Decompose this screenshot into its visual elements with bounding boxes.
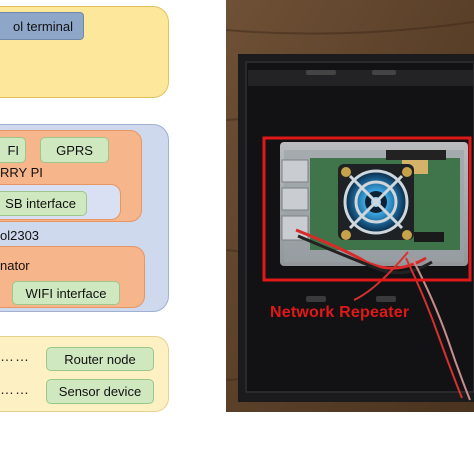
wifi-interface-box: WIFI interface bbox=[12, 281, 120, 305]
usb-interface-box: SB interface bbox=[0, 191, 87, 216]
repeater-caption: Network Repeater bbox=[270, 304, 410, 321]
control-terminal-box: ol terminal bbox=[0, 12, 84, 40]
control-terminal-label: ol terminal bbox=[13, 18, 73, 34]
sensor-device-box: Sensor device bbox=[46, 379, 154, 404]
repeater-highlight-box bbox=[262, 136, 472, 282]
architecture-diagram: ol terminal FI GPRS RRY PI SB interface … bbox=[0, 0, 226, 474]
sensor-connector-dots: …… bbox=[0, 381, 30, 397]
wifi-module-label: FI bbox=[7, 142, 19, 158]
router-node-box: Router node bbox=[46, 347, 154, 371]
raspberry-pi-label: RRY PI bbox=[0, 165, 43, 180]
router-connector-dots: …… bbox=[0, 348, 30, 364]
gprs-module-box: GPRS bbox=[40, 137, 109, 163]
wifi-interface-label: WIFI interface bbox=[25, 285, 107, 301]
repeater-photo-illustration bbox=[226, 0, 474, 412]
network-repeater-photo: Network Repeater bbox=[226, 0, 474, 412]
router-node-label: Router node bbox=[64, 351, 136, 367]
wifi-module-box: FI bbox=[0, 137, 26, 163]
gprs-module-label: GPRS bbox=[56, 142, 93, 158]
emulator-label: nator bbox=[0, 258, 30, 273]
pl2303-label: ol2303 bbox=[0, 228, 40, 243]
usb-interface-label: SB interface bbox=[5, 196, 76, 211]
sensor-device-label: Sensor device bbox=[58, 384, 142, 399]
